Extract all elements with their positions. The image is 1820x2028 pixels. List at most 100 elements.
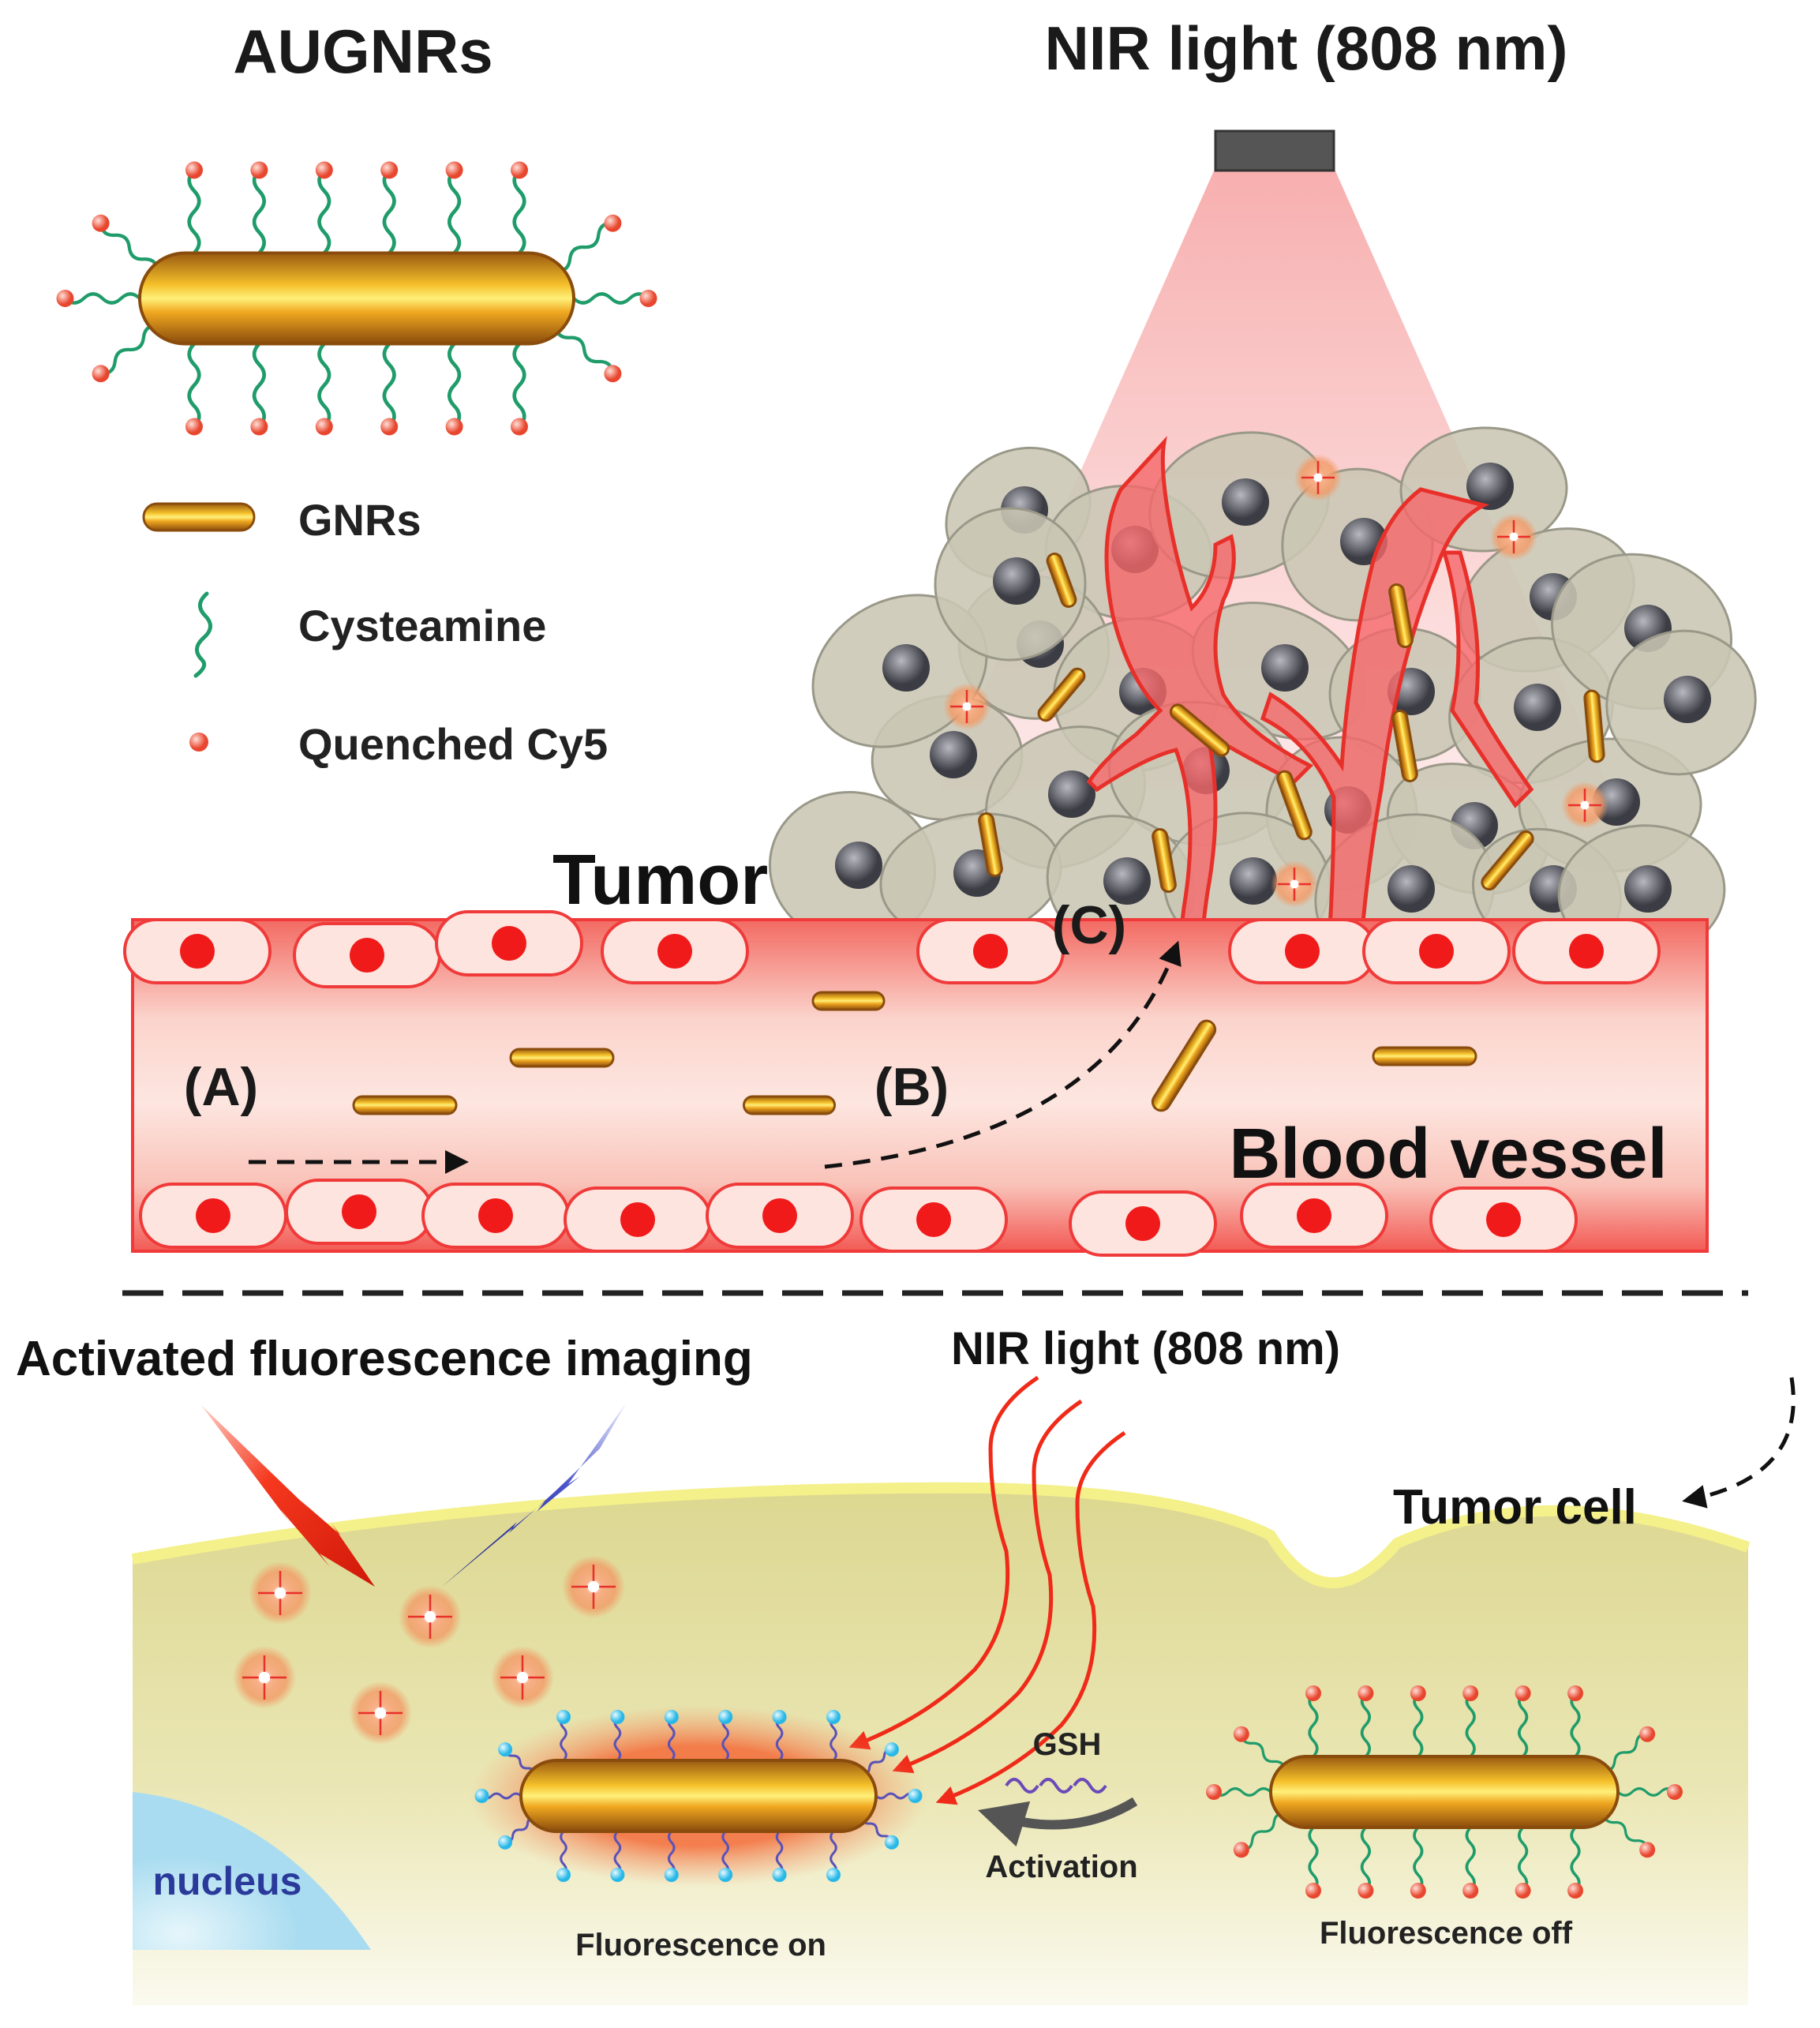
gold-nanorod <box>138 251 575 346</box>
ligand-chain <box>1518 1826 1529 1892</box>
endothelial-nucleus <box>620 1202 655 1237</box>
dye-dot <box>1567 1685 1583 1701</box>
released-cy5-fluorescence <box>233 1555 625 1745</box>
dye-dot <box>826 1710 841 1724</box>
activation-arrow <box>978 1797 1138 1847</box>
dye-dot <box>1233 1726 1249 1742</box>
dye-dot <box>1206 1784 1222 1800</box>
augnr-nanorod-large <box>56 161 657 436</box>
tumor-cell-nucleus <box>1466 463 1514 510</box>
ligand-chain <box>775 1715 784 1762</box>
endothelial-nucleus <box>478 1198 513 1233</box>
dye-dot <box>445 161 463 179</box>
tumor-cell-nucleus <box>1261 644 1309 692</box>
ligand-chain <box>1602 1812 1649 1851</box>
gold-nanorod <box>1037 667 1086 722</box>
ligand-chain <box>560 1830 567 1876</box>
tumor-cell-nucleus <box>930 731 977 778</box>
ligand-chain <box>860 1816 893 1844</box>
ligand-chain <box>560 1715 567 1762</box>
ligand-chain <box>571 292 650 305</box>
sparkle-core <box>1313 473 1323 482</box>
sparkle-core <box>424 1610 436 1623</box>
tumor-cell-nucleus <box>835 842 882 889</box>
gsh-label: GSH <box>1033 1727 1102 1762</box>
ligand-chain <box>1308 1826 1319 1892</box>
circulating-nanorods <box>352 991 1477 1115</box>
ligand-chain <box>317 168 331 255</box>
ligand-chain <box>1413 1826 1424 1892</box>
step-b-label: (B) <box>874 1057 949 1117</box>
tumor-cell-nucleus <box>1230 857 1277 905</box>
legend-cysteamine-label: Cysteamine <box>298 601 546 650</box>
dye-dot <box>1410 1883 1426 1899</box>
endothelial-nucleus <box>916 1202 951 1237</box>
dye-dot <box>1462 1685 1479 1701</box>
dye-dot <box>1567 1883 1583 1899</box>
dye-dot <box>1639 1842 1656 1858</box>
tumor-cell-nucleus <box>1222 478 1269 526</box>
dye-dot <box>1358 1685 1374 1701</box>
ligand-chain <box>1212 1787 1272 1797</box>
gold-nanorod <box>1391 710 1418 782</box>
augnr-fluorescence-on <box>474 1710 923 1882</box>
dye-dot <box>664 1710 679 1724</box>
fluorescence-off-label: Fluorescence off <box>1320 1916 1573 1951</box>
ligand-chain <box>668 1830 676 1876</box>
dye-dot <box>380 161 399 179</box>
endothelial-nucleus <box>1419 934 1454 969</box>
dye-dot <box>185 418 203 436</box>
endothelial-nucleus <box>180 934 215 969</box>
tumor-cell-nucleus <box>1624 865 1672 913</box>
augnrs-title: AUGNRs <box>233 17 492 86</box>
ligand-chain <box>874 1792 916 1800</box>
tumor-cell-membrane <box>131 1482 1751 1588</box>
dye-dot <box>56 290 74 307</box>
sparkle-core <box>587 1580 600 1593</box>
dye-dot <box>92 365 110 383</box>
endothelial-nucleus <box>973 934 1008 969</box>
tumor-cell-arrow <box>1682 1377 1796 1509</box>
gold-nanorod <box>1151 1019 1217 1112</box>
endothelial-nucleus <box>492 926 526 961</box>
gold-nanorod <box>811 991 886 1011</box>
ligand-chain <box>775 1830 784 1876</box>
gsh-molecules-icon <box>1005 1778 1107 1794</box>
sparkle-core <box>962 702 972 711</box>
dye-dot <box>718 1710 733 1724</box>
ligand-chain <box>721 1830 729 1876</box>
dye-dot <box>1305 1685 1321 1701</box>
dye-dot <box>604 365 622 383</box>
ligand-chain <box>553 324 615 376</box>
dye-dot <box>556 1710 571 1724</box>
ligand-chain <box>512 168 526 255</box>
legend-cy5-label: Quenched Cy5 <box>298 719 608 769</box>
ligand-chain <box>1616 1787 1676 1797</box>
dye-dot <box>1233 1842 1249 1858</box>
ligand-chain <box>829 1715 837 1762</box>
ligand-chain <box>447 342 462 429</box>
ligand-chain <box>1360 1692 1371 1758</box>
dye-dot <box>639 290 657 307</box>
ligand-chain <box>1308 1692 1319 1758</box>
ligand-chain <box>504 1748 537 1776</box>
sparkle-core <box>516 1671 529 1684</box>
legend-cysteamine-swatch <box>193 591 212 678</box>
gold-nanorod <box>1388 583 1414 649</box>
ligand-chain <box>382 342 396 429</box>
legend: GNRs Cysteamine Quenched Cy5 <box>142 495 608 769</box>
gold-nanorod <box>1372 1046 1477 1066</box>
gold-nanorod <box>1583 689 1605 763</box>
dye-dot <box>1410 1685 1426 1701</box>
legend-gnrs-label: GNRs <box>298 495 421 545</box>
sparkle-core <box>1580 800 1590 810</box>
gold-nanorod <box>1152 827 1177 894</box>
nucleus <box>133 1792 371 1950</box>
ligand-chain <box>252 342 267 429</box>
ligand-chain <box>1240 1733 1286 1772</box>
endothelial-nucleus <box>1569 934 1604 969</box>
endothelial-nucleus <box>196 1198 230 1233</box>
nir-light-rays <box>848 1375 1126 1805</box>
